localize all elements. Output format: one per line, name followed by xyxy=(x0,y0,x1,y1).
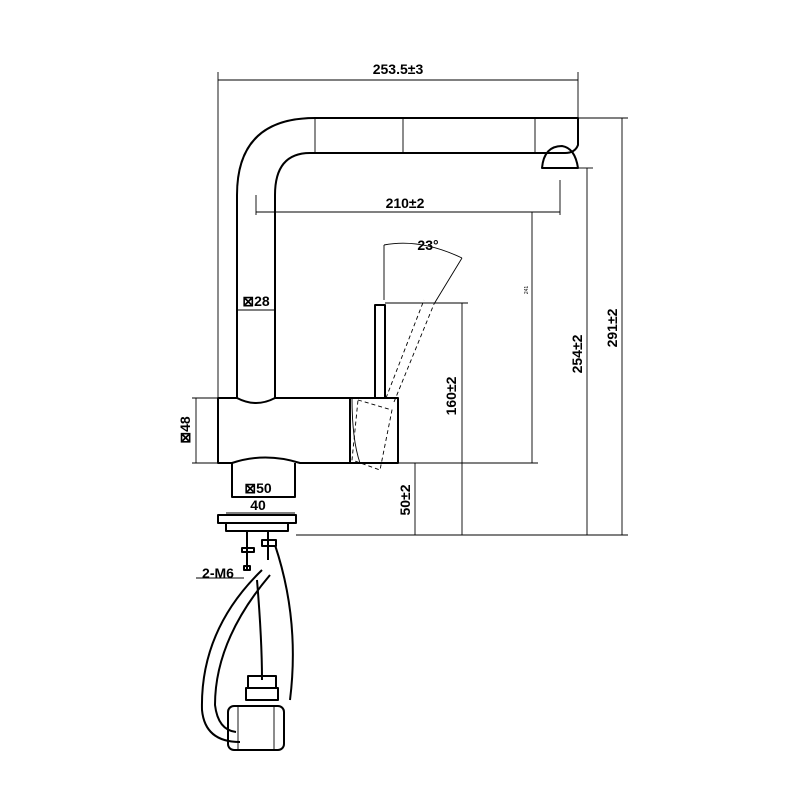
hose-inner xyxy=(214,574,271,733)
mounting-bolts xyxy=(241,531,277,571)
lever-handle xyxy=(374,304,386,399)
base-width-label: 40 xyxy=(250,497,266,513)
small-note-label: 241 xyxy=(524,286,530,295)
hose-nut xyxy=(245,675,279,701)
lever-angle-label: 23° xyxy=(417,237,438,253)
base-neck xyxy=(231,463,296,498)
hose-outer xyxy=(200,569,263,743)
mounting-bolts-label: 2-M6 xyxy=(202,565,234,581)
lever-cartridge-open xyxy=(351,399,393,471)
base-height-label: 50±2 xyxy=(397,484,413,515)
lever-base xyxy=(351,397,361,464)
dimension-labels: 253.5±3 210±2 23° ⊠28 ⊠48 ⊠50 40 160±2 5… xyxy=(177,61,620,581)
outlet-height-label: 254±2 xyxy=(569,334,585,373)
supply-hose-a xyxy=(274,544,294,701)
mounting-plate xyxy=(217,514,297,524)
base-square-label: ⊠50 xyxy=(244,480,272,496)
aerator-head xyxy=(541,145,579,169)
overall-width-label: 253.5±3 xyxy=(373,61,424,77)
mixer-body xyxy=(217,397,351,464)
spout-reach-label: 210±2 xyxy=(386,195,425,211)
supply-hose-b xyxy=(256,579,263,681)
hose-weight xyxy=(227,705,285,751)
dimension-lines xyxy=(192,72,628,579)
lever-handle-open xyxy=(385,299,435,403)
lever-height-label: 160±2 xyxy=(443,376,459,415)
mounting-washer xyxy=(225,522,289,532)
faucet-outline xyxy=(200,117,579,751)
total-height-label: 291±2 xyxy=(604,308,620,347)
spout-body xyxy=(236,117,579,398)
body-height-label: ⊠48 xyxy=(177,416,193,444)
spout-section-label: ⊠28 xyxy=(242,293,270,309)
